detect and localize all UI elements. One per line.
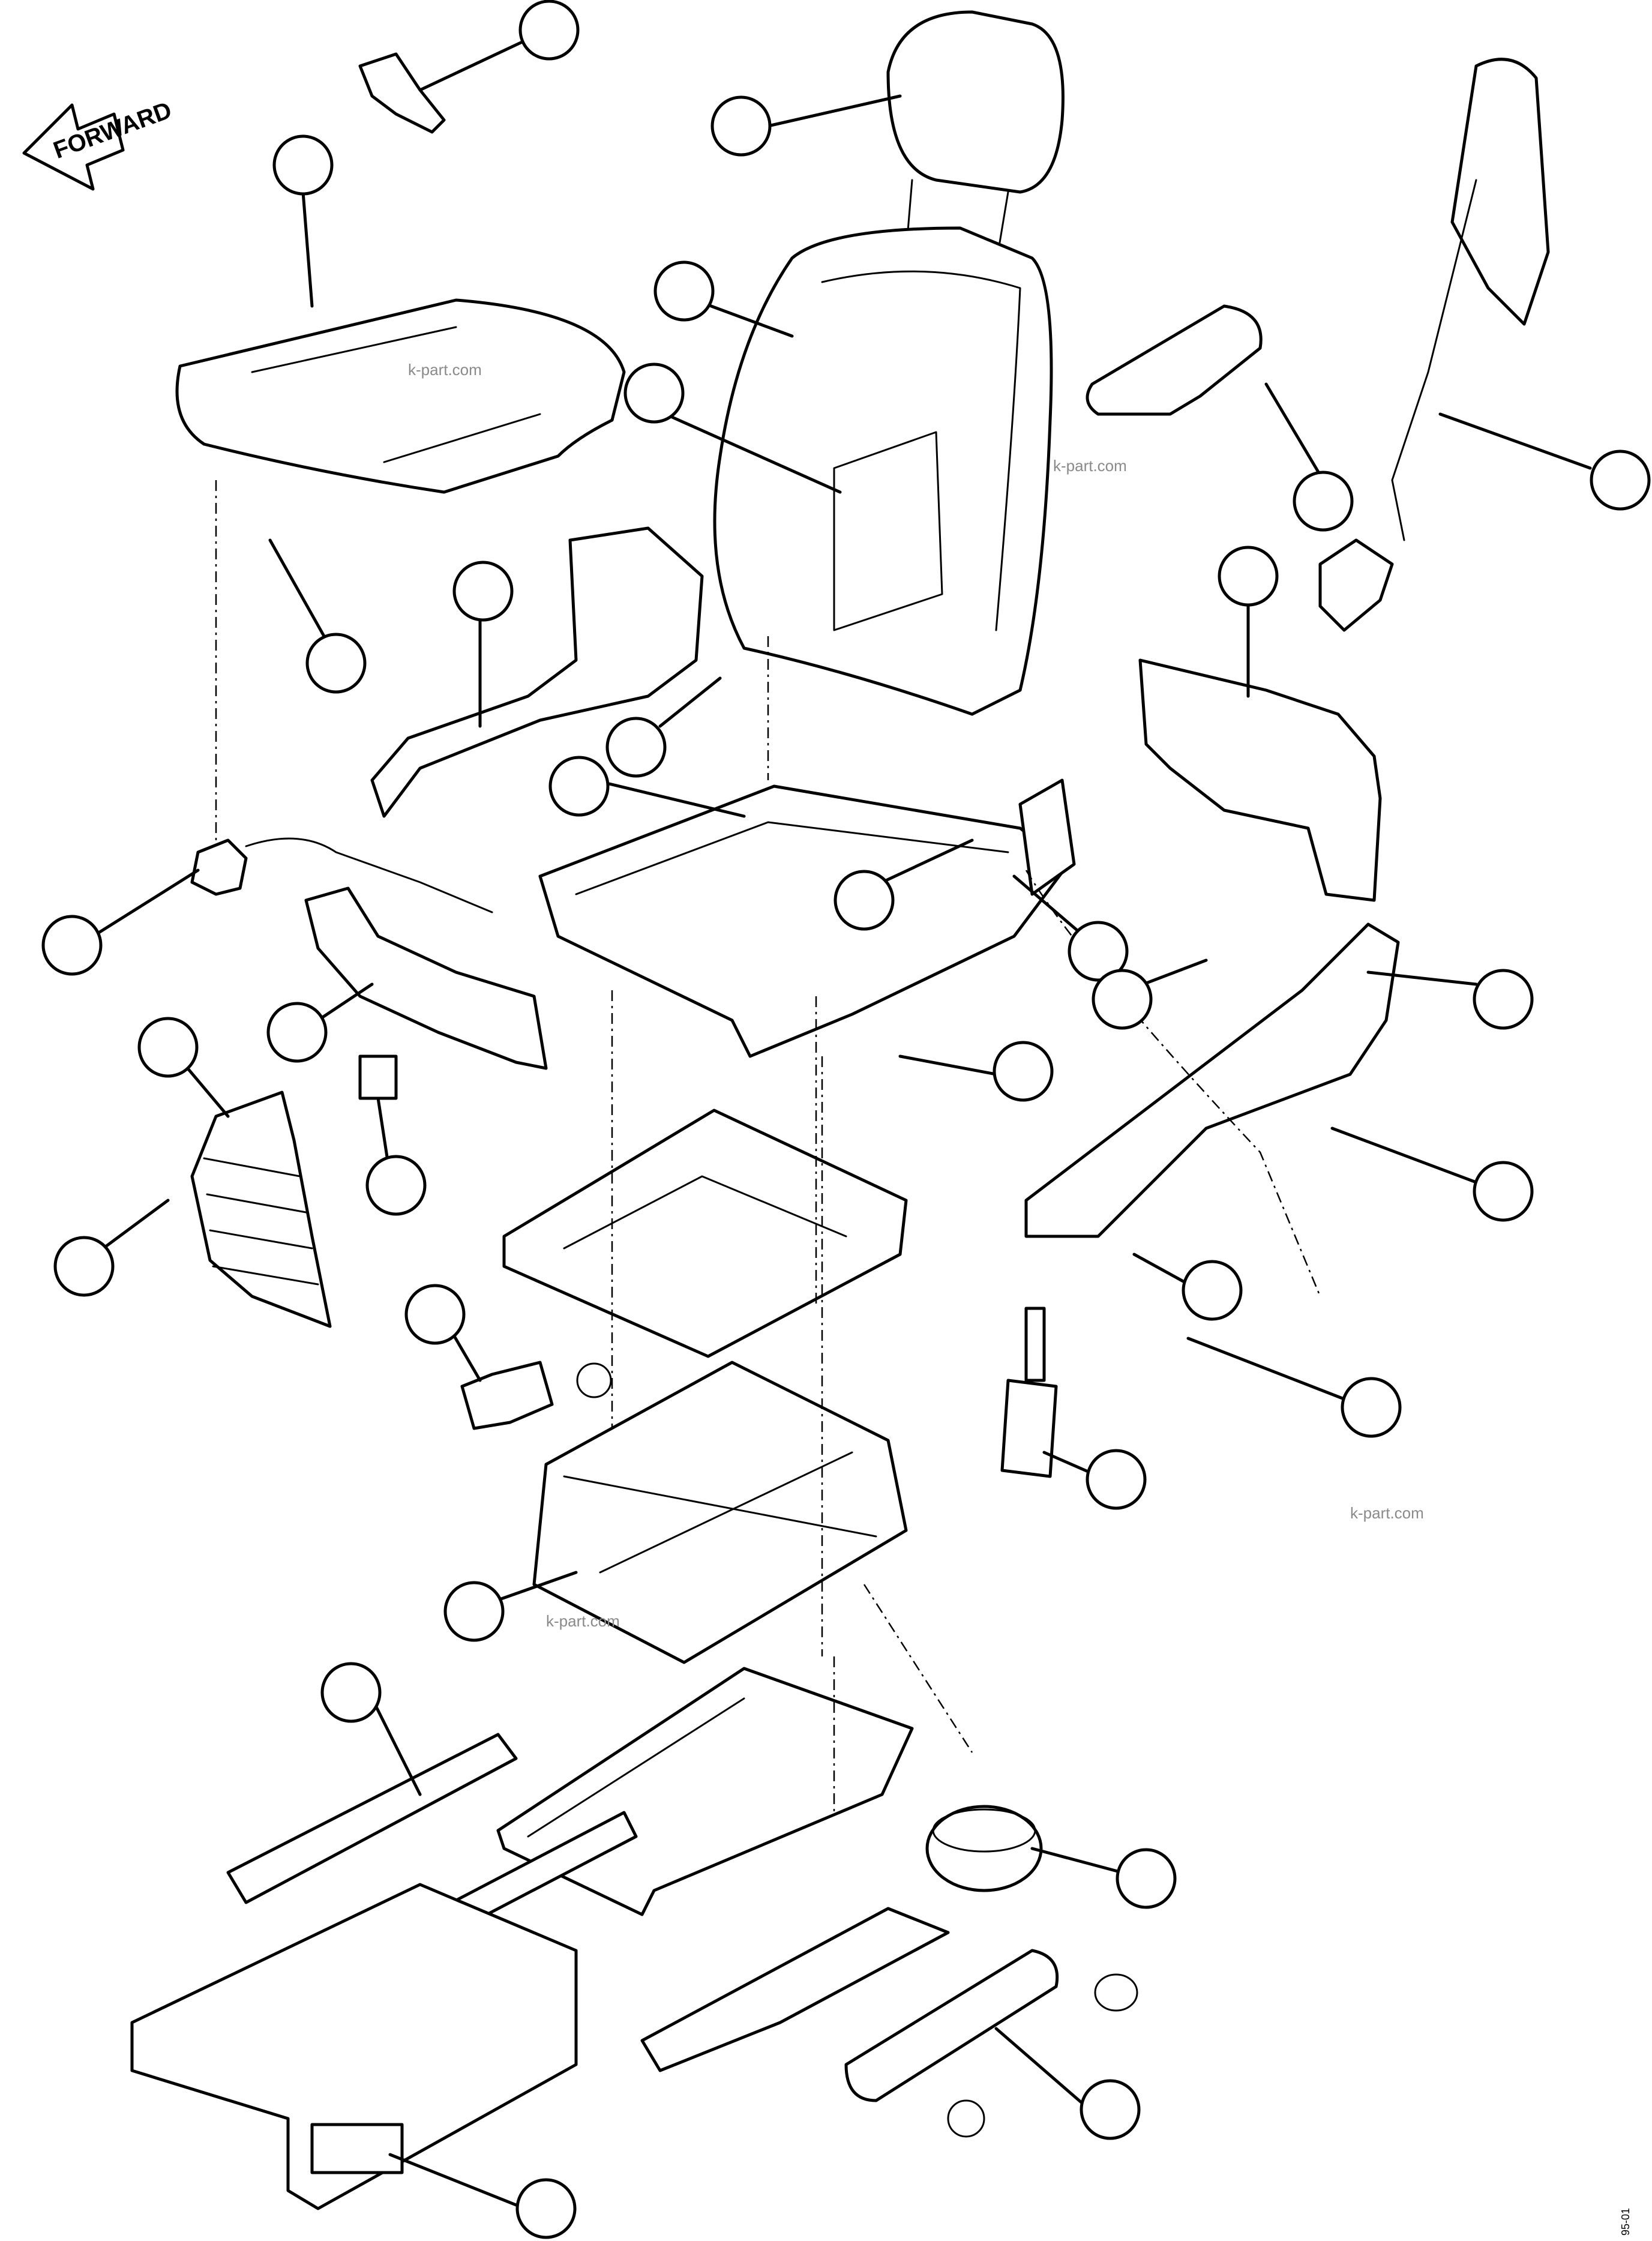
callout xyxy=(1473,1161,1534,1222)
callout xyxy=(1341,1377,1402,1438)
scissor-mechanism xyxy=(532,1361,908,1664)
callout xyxy=(1590,450,1651,511)
callout xyxy=(1182,1260,1243,1321)
height-adjust-motor xyxy=(460,1361,554,1430)
backrest xyxy=(713,226,1053,716)
right-side-shield xyxy=(1024,922,1400,1238)
callout xyxy=(443,1581,505,1642)
seat-switch xyxy=(190,837,493,913)
corner-code: 95-01 xyxy=(1620,2208,1632,2236)
callout xyxy=(1473,969,1534,1030)
callout xyxy=(548,756,610,817)
callout xyxy=(993,1041,1054,1102)
callout xyxy=(365,1155,427,1216)
callout xyxy=(320,1662,382,1723)
seat-base xyxy=(130,1883,578,2210)
watermark: k-part.com xyxy=(408,361,482,379)
callout xyxy=(53,1236,115,1297)
recliner-handle xyxy=(304,886,548,1070)
callout xyxy=(653,260,715,322)
callout xyxy=(518,0,580,61)
callout xyxy=(452,561,514,622)
callout xyxy=(1116,1848,1177,1909)
callout xyxy=(605,717,667,778)
suspension-top-plate xyxy=(502,1108,908,1358)
assembly-lines xyxy=(215,480,1321,1812)
rocker-switch xyxy=(358,1054,398,1100)
callout xyxy=(137,1017,199,1078)
callout xyxy=(272,134,334,196)
callout xyxy=(41,915,103,976)
headrest xyxy=(886,10,1065,265)
seat-belt-buckle xyxy=(358,52,446,134)
hose-clamp xyxy=(576,1362,1138,2138)
left-side-shield xyxy=(370,526,704,818)
seat-frame xyxy=(538,778,1076,1058)
leader-lines xyxy=(85,40,1592,2216)
callout xyxy=(710,95,772,157)
air-tank xyxy=(844,1949,1059,2102)
armrest xyxy=(1086,304,1263,416)
callout xyxy=(404,1284,466,1345)
callout xyxy=(1293,471,1354,532)
callout xyxy=(1092,969,1153,1030)
callout xyxy=(1080,2079,1141,2140)
bracket-plate xyxy=(640,1907,950,2072)
callout xyxy=(1086,1449,1147,1510)
seat-cushion xyxy=(175,298,626,494)
forward-arrow: FORWARD xyxy=(22,97,175,191)
callout xyxy=(623,362,685,424)
seat-belt-retractor xyxy=(1318,58,1550,632)
callout xyxy=(305,633,367,694)
callout xyxy=(834,870,895,931)
watermark: k-part.com xyxy=(546,1612,620,1630)
callout xyxy=(1068,921,1129,982)
callouts xyxy=(41,0,1651,2239)
watermark: k-part.com xyxy=(1053,457,1127,475)
callout xyxy=(1218,546,1279,607)
callout xyxy=(266,1002,328,1063)
air-spring xyxy=(925,1805,1043,1892)
suspension-bellows xyxy=(190,1090,332,1328)
shock-absorber xyxy=(1000,1307,1058,1478)
back-cover-panel xyxy=(1138,658,1382,902)
callout xyxy=(515,2178,577,2239)
watermark: k-part.com xyxy=(1350,1504,1424,1522)
